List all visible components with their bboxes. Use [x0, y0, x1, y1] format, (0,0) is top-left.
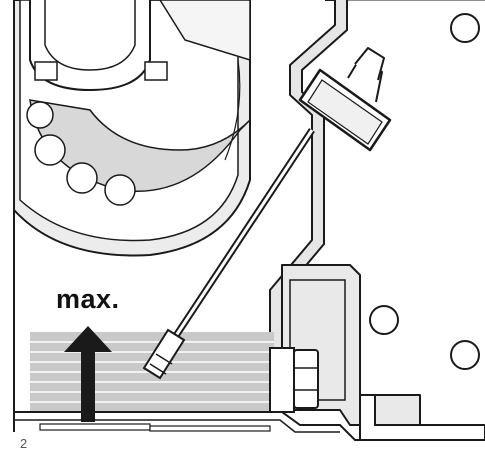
roller-2 [66, 162, 98, 194]
oil-pan-floor [14, 411, 485, 441]
hole-mid-right [369, 305, 399, 335]
hole-bottom-right [450, 340, 480, 370]
hole-top-right [450, 13, 480, 43]
roller-4 [26, 101, 54, 129]
roller-3 [104, 174, 136, 206]
max-level-label: max. [56, 284, 120, 314]
figure-mark: 2 [20, 436, 28, 451]
dipstick [142, 47, 392, 380]
gear-housing-curve [224, 59, 241, 161]
drain-bolt [269, 347, 319, 413]
roller-1 [34, 134, 66, 166]
bearing-wheel [13, 0, 251, 257]
max-arrow [64, 326, 112, 422]
